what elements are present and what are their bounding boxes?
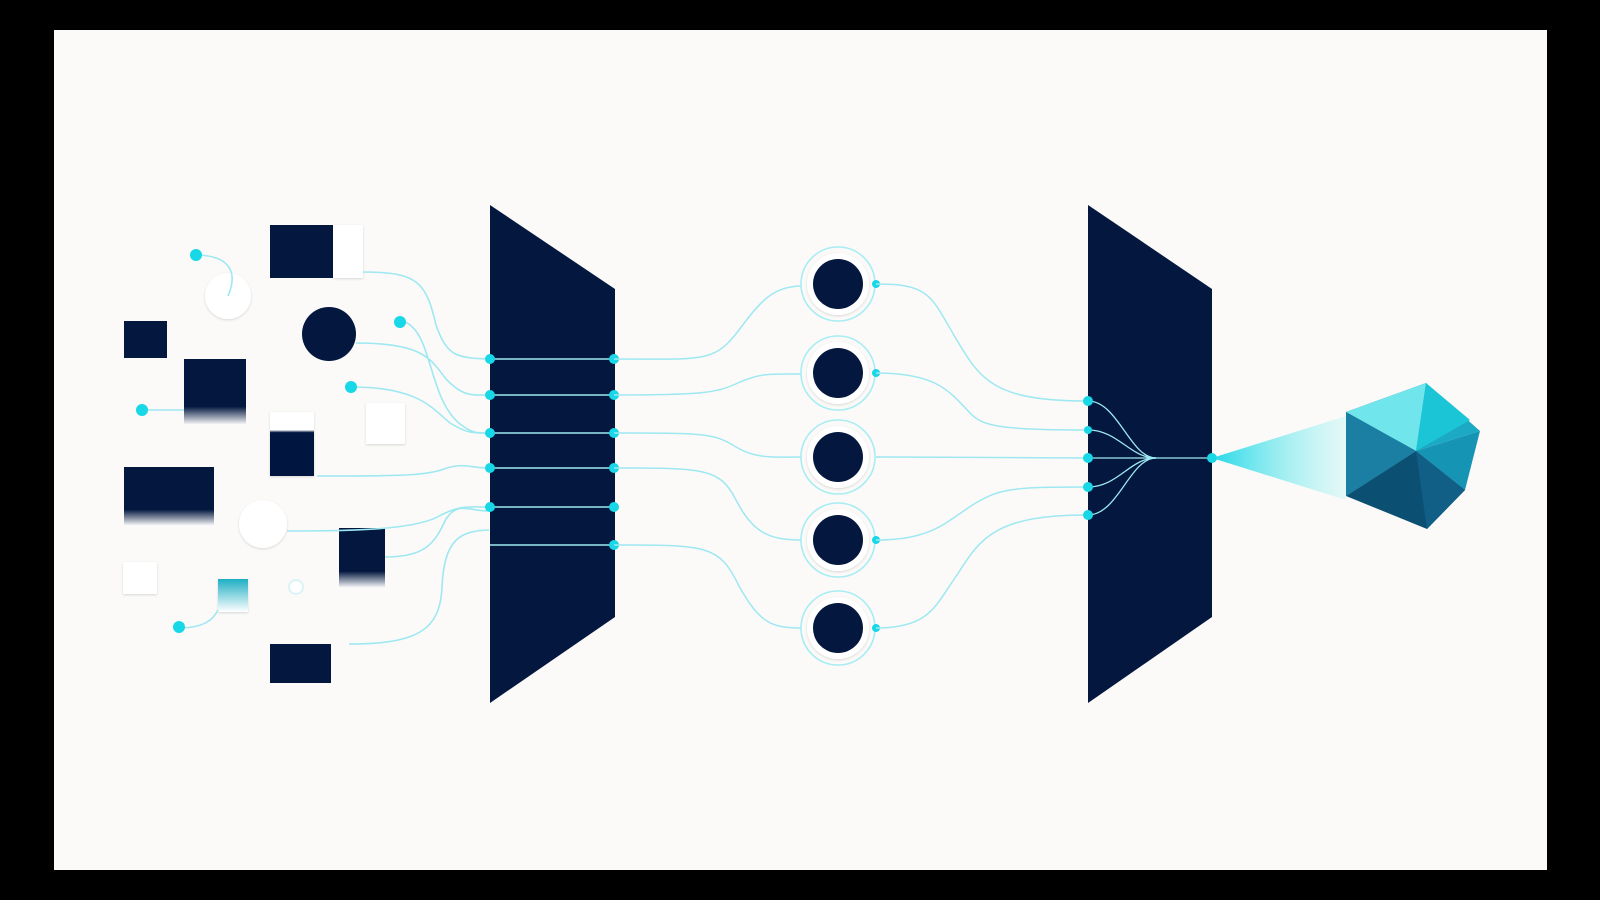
output-gem-icon	[1346, 383, 1480, 529]
input-link-3	[355, 342, 490, 396]
input-navy-rectangle	[270, 225, 333, 278]
input-navy-circle	[302, 307, 356, 361]
hidden-node-core-2	[813, 348, 863, 398]
input-white-square	[366, 403, 405, 444]
input-dot-4	[136, 404, 148, 416]
encoder-node-link-3	[613, 432, 802, 458]
input-teal-small-square	[218, 579, 248, 612]
input-white-circle-lower	[239, 500, 287, 548]
encoder-left-port-5	[485, 502, 495, 512]
decoder-converge-1	[1087, 400, 1157, 459]
input-link-4	[404, 321, 490, 434]
input-white-rectangle	[333, 225, 363, 278]
encoder-left-port-3	[485, 428, 495, 438]
input-navy-square	[124, 321, 167, 358]
decoder-converge-5	[1087, 457, 1157, 516]
input-cyan-dots	[136, 249, 406, 633]
encoder-left-port-2	[485, 390, 495, 400]
input-link-11	[348, 529, 490, 645]
hidden-node-4	[800, 502, 880, 578]
hidden-node-core-4	[813, 515, 863, 565]
input-link-2	[362, 271, 490, 360]
hidden-node-core-3	[813, 432, 863, 482]
encoder-left-port-4	[485, 463, 495, 473]
input-link-7	[316, 464, 490, 477]
input-link-10	[178, 609, 219, 629]
input-navy-bottom-rectangle	[270, 644, 331, 683]
encoder-node-link-4	[613, 467, 802, 541]
decoder-port-5	[1083, 510, 1093, 520]
decoder-converge-2	[1087, 429, 1157, 459]
encoder-left-port-1	[485, 354, 495, 364]
hidden-node-core-1	[813, 259, 863, 309]
input-dot-3	[345, 381, 357, 393]
decoder-port-1	[1083, 396, 1093, 406]
node-decoder-link-3	[875, 456, 1088, 459]
input-tiny-ring	[288, 579, 304, 595]
hidden-node-2	[800, 335, 880, 411]
encoder-prism-icon	[490, 205, 615, 703]
hidden-node-column	[800, 246, 880, 666]
input-white-small-square	[123, 562, 157, 594]
encoder-node-link-5	[613, 544, 802, 629]
hidden-node-core-5	[813, 603, 863, 653]
input-dot-5	[173, 621, 185, 633]
input-gradient-rectangle	[184, 359, 246, 425]
input-link-9	[384, 507, 490, 558]
decoder-prism-icon	[1088, 205, 1212, 703]
node-decoder-link-4	[875, 486, 1088, 541]
input-dot-1	[190, 249, 202, 261]
input-wide-gradient-rectangle	[124, 467, 214, 526]
decoder-convergence-lines	[1087, 400, 1212, 516]
input-link-5	[351, 386, 490, 434]
input-gradient-rectangle-lower	[339, 528, 385, 588]
encoder-node-lines	[613, 285, 802, 629]
input-link-8	[286, 506, 490, 532]
input-connection-lines	[143, 254, 490, 645]
encoder-right-port-5	[609, 502, 619, 512]
node-decoder-link-2	[875, 372, 1088, 431]
node-decoder-link-1	[875, 283, 1088, 402]
decoder-port-2	[1084, 426, 1092, 434]
node-decoder-lines	[875, 283, 1088, 629]
output-beam-icon	[1212, 416, 1346, 500]
node-decoder-link-5	[875, 514, 1088, 629]
hidden-node-1	[800, 246, 880, 322]
input-link-1	[194, 254, 233, 297]
decoder-converge-4	[1087, 457, 1157, 488]
input-shape-cluster	[123, 225, 405, 683]
encoder-node-link-1	[613, 285, 802, 360]
input-dot-2	[394, 316, 406, 328]
decoder-port-4	[1083, 482, 1093, 492]
decoder-port-3	[1083, 453, 1093, 463]
encoder-node-link-2	[613, 373, 802, 396]
input-split-rectangle	[270, 412, 314, 476]
hidden-node-5	[800, 590, 880, 666]
hidden-node-3	[800, 419, 876, 495]
